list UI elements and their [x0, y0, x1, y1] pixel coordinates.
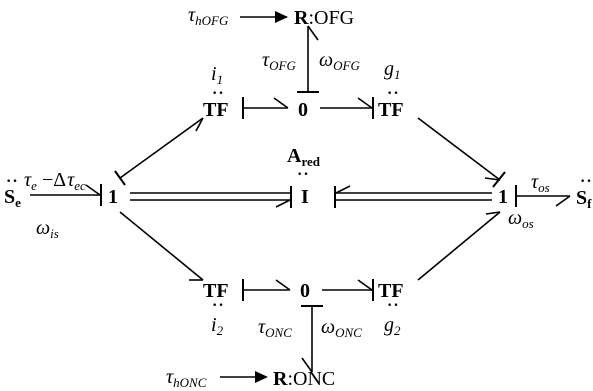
bond-zero-top-to-r-ofg: [297, 25, 319, 93]
label-tau-hofg: τhOFG: [188, 4, 229, 28]
dots-tf-bottom-right: ··: [387, 297, 400, 314]
label-g1: g1: [384, 58, 401, 82]
label-tau-os: τos: [531, 171, 550, 195]
node-one-right: 1: [498, 186, 508, 208]
label-omega-os: ωos: [508, 207, 534, 231]
label-omega-ofg: ωOFG: [319, 49, 360, 73]
dots-sf: ··: [580, 173, 593, 190]
label-tau-onc: τONC: [258, 316, 292, 340]
bond-se-to-one-left: [30, 184, 102, 206]
label-tau-honc: τhONC: [166, 366, 207, 390]
label-i1: i1: [211, 63, 223, 87]
node-tf-top-right: TF: [378, 99, 404, 121]
bond-tf-top-left-to-zero-top: [242, 97, 289, 119]
bond-tf-bottom-left-to-zero-bottom: [242, 279, 291, 301]
node-tf-bottom-right: TF: [378, 280, 404, 302]
label-omega-is: ωis: [36, 217, 59, 241]
bond-zero-bottom-to-tf-bottom-right: [322, 279, 374, 301]
dots-inertia: ··: [297, 166, 310, 183]
node-r-ofg: R:OFG: [294, 7, 354, 29]
label-g2: g2: [384, 314, 401, 338]
node-r-onc: R:ONC: [273, 368, 335, 390]
node-zero-top: 0: [298, 99, 308, 121]
arrow-tau-hofg: [240, 11, 288, 23]
bond-tf-bottom-right-to-one-right: [417, 211, 501, 281]
dots-tf-top-left: ··: [212, 85, 225, 102]
arrow-tau-honc: [220, 371, 268, 383]
bond-one-right-to-inertia: [334, 185, 492, 208]
bond-one-right-to-sf: [515, 185, 571, 207]
node-one-left: 1: [108, 186, 118, 208]
dots-tf-top-right: ··: [387, 85, 400, 102]
bond-one-left-to-tf-top-left: [114, 117, 204, 186]
dots-tf-bottom-left: ··: [212, 297, 225, 314]
bond-one-left-to-tf-bottom-left: [119, 211, 204, 281]
node-tf-top-left: TF: [203, 99, 229, 121]
node-tf-bottom-left: TF: [203, 280, 229, 302]
bond-tf-top-right-to-one-right: [417, 117, 506, 188]
node-zero-bottom: 0: [300, 280, 310, 302]
node-inertia: I: [301, 186, 309, 208]
label-tau-ofg: τOFG: [262, 49, 297, 73]
label-tau-e-minus-delta-tau-ec: τe −Δτec: [24, 169, 86, 193]
node-ared: Ared: [287, 145, 321, 169]
bond-one-left-to-inertia: [130, 186, 292, 208]
bond-zero-bottom-to-r-onc: [301, 305, 323, 373]
dots-se: ··: [6, 173, 19, 190]
node-sf: Sf: [576, 187, 592, 211]
bond-zero-top-to-tf-top-right: [320, 97, 374, 119]
label-omega-onc: ωONC: [321, 316, 362, 340]
label-i2: i2: [211, 314, 224, 338]
node-se: Se: [4, 186, 21, 210]
